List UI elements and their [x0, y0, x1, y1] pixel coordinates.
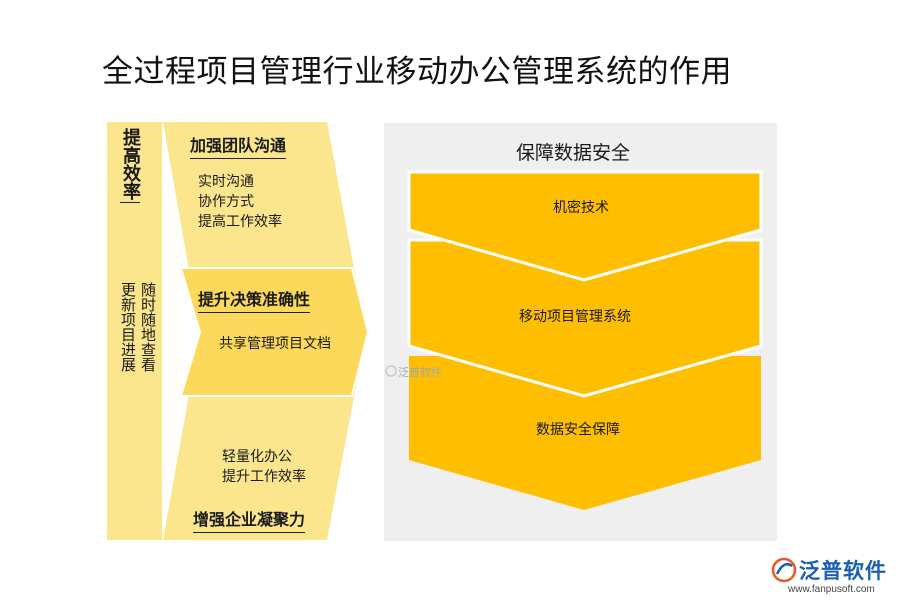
center-chevron: [179, 267, 370, 397]
middle-bottom-line-2: 提升工作效率: [222, 469, 306, 485]
middle-center-heading: 提升决策准确性: [198, 286, 311, 313]
right-item-3: 数据安全保障: [536, 422, 620, 438]
brand-url: www.fanpusoft.com: [788, 584, 875, 595]
watermark-text: 泛普软件: [398, 366, 442, 379]
brand-name: 泛普软件: [799, 559, 887, 583]
brand-logo-icon: [771, 557, 797, 583]
middle-top-heading: 加强团队沟通: [190, 132, 287, 159]
left-heading: 提高效率: [120, 128, 141, 203]
middle-top-line-1: 实时沟通: [198, 174, 254, 190]
middle-top-line-2: 协作方式: [198, 194, 254, 210]
left-column-1: 随时随地查看: [139, 282, 157, 372]
left-strip: [107, 122, 162, 540]
right-heading: 保障数据安全: [516, 142, 631, 164]
middle-bottom-line-1: 轻量化办公: [222, 449, 292, 465]
right-item-1: 机密技术: [553, 200, 609, 216]
middle-top-line-3: 提高工作效率: [198, 214, 282, 230]
page-title: 全过程项目管理行业移动办公管理系统的作用: [102, 54, 732, 90]
left-column-2: 更新项目进展: [119, 282, 137, 372]
middle-center-line-1: 共享管理项目文档: [219, 336, 331, 352]
middle-bottom-heading: 增强企业凝聚力: [193, 506, 306, 533]
right-block-1: [407, 170, 763, 282]
right-block-3: [409, 356, 761, 510]
watermark-icon: [385, 365, 397, 377]
right-item-2: 移动项目管理系统: [519, 309, 631, 325]
